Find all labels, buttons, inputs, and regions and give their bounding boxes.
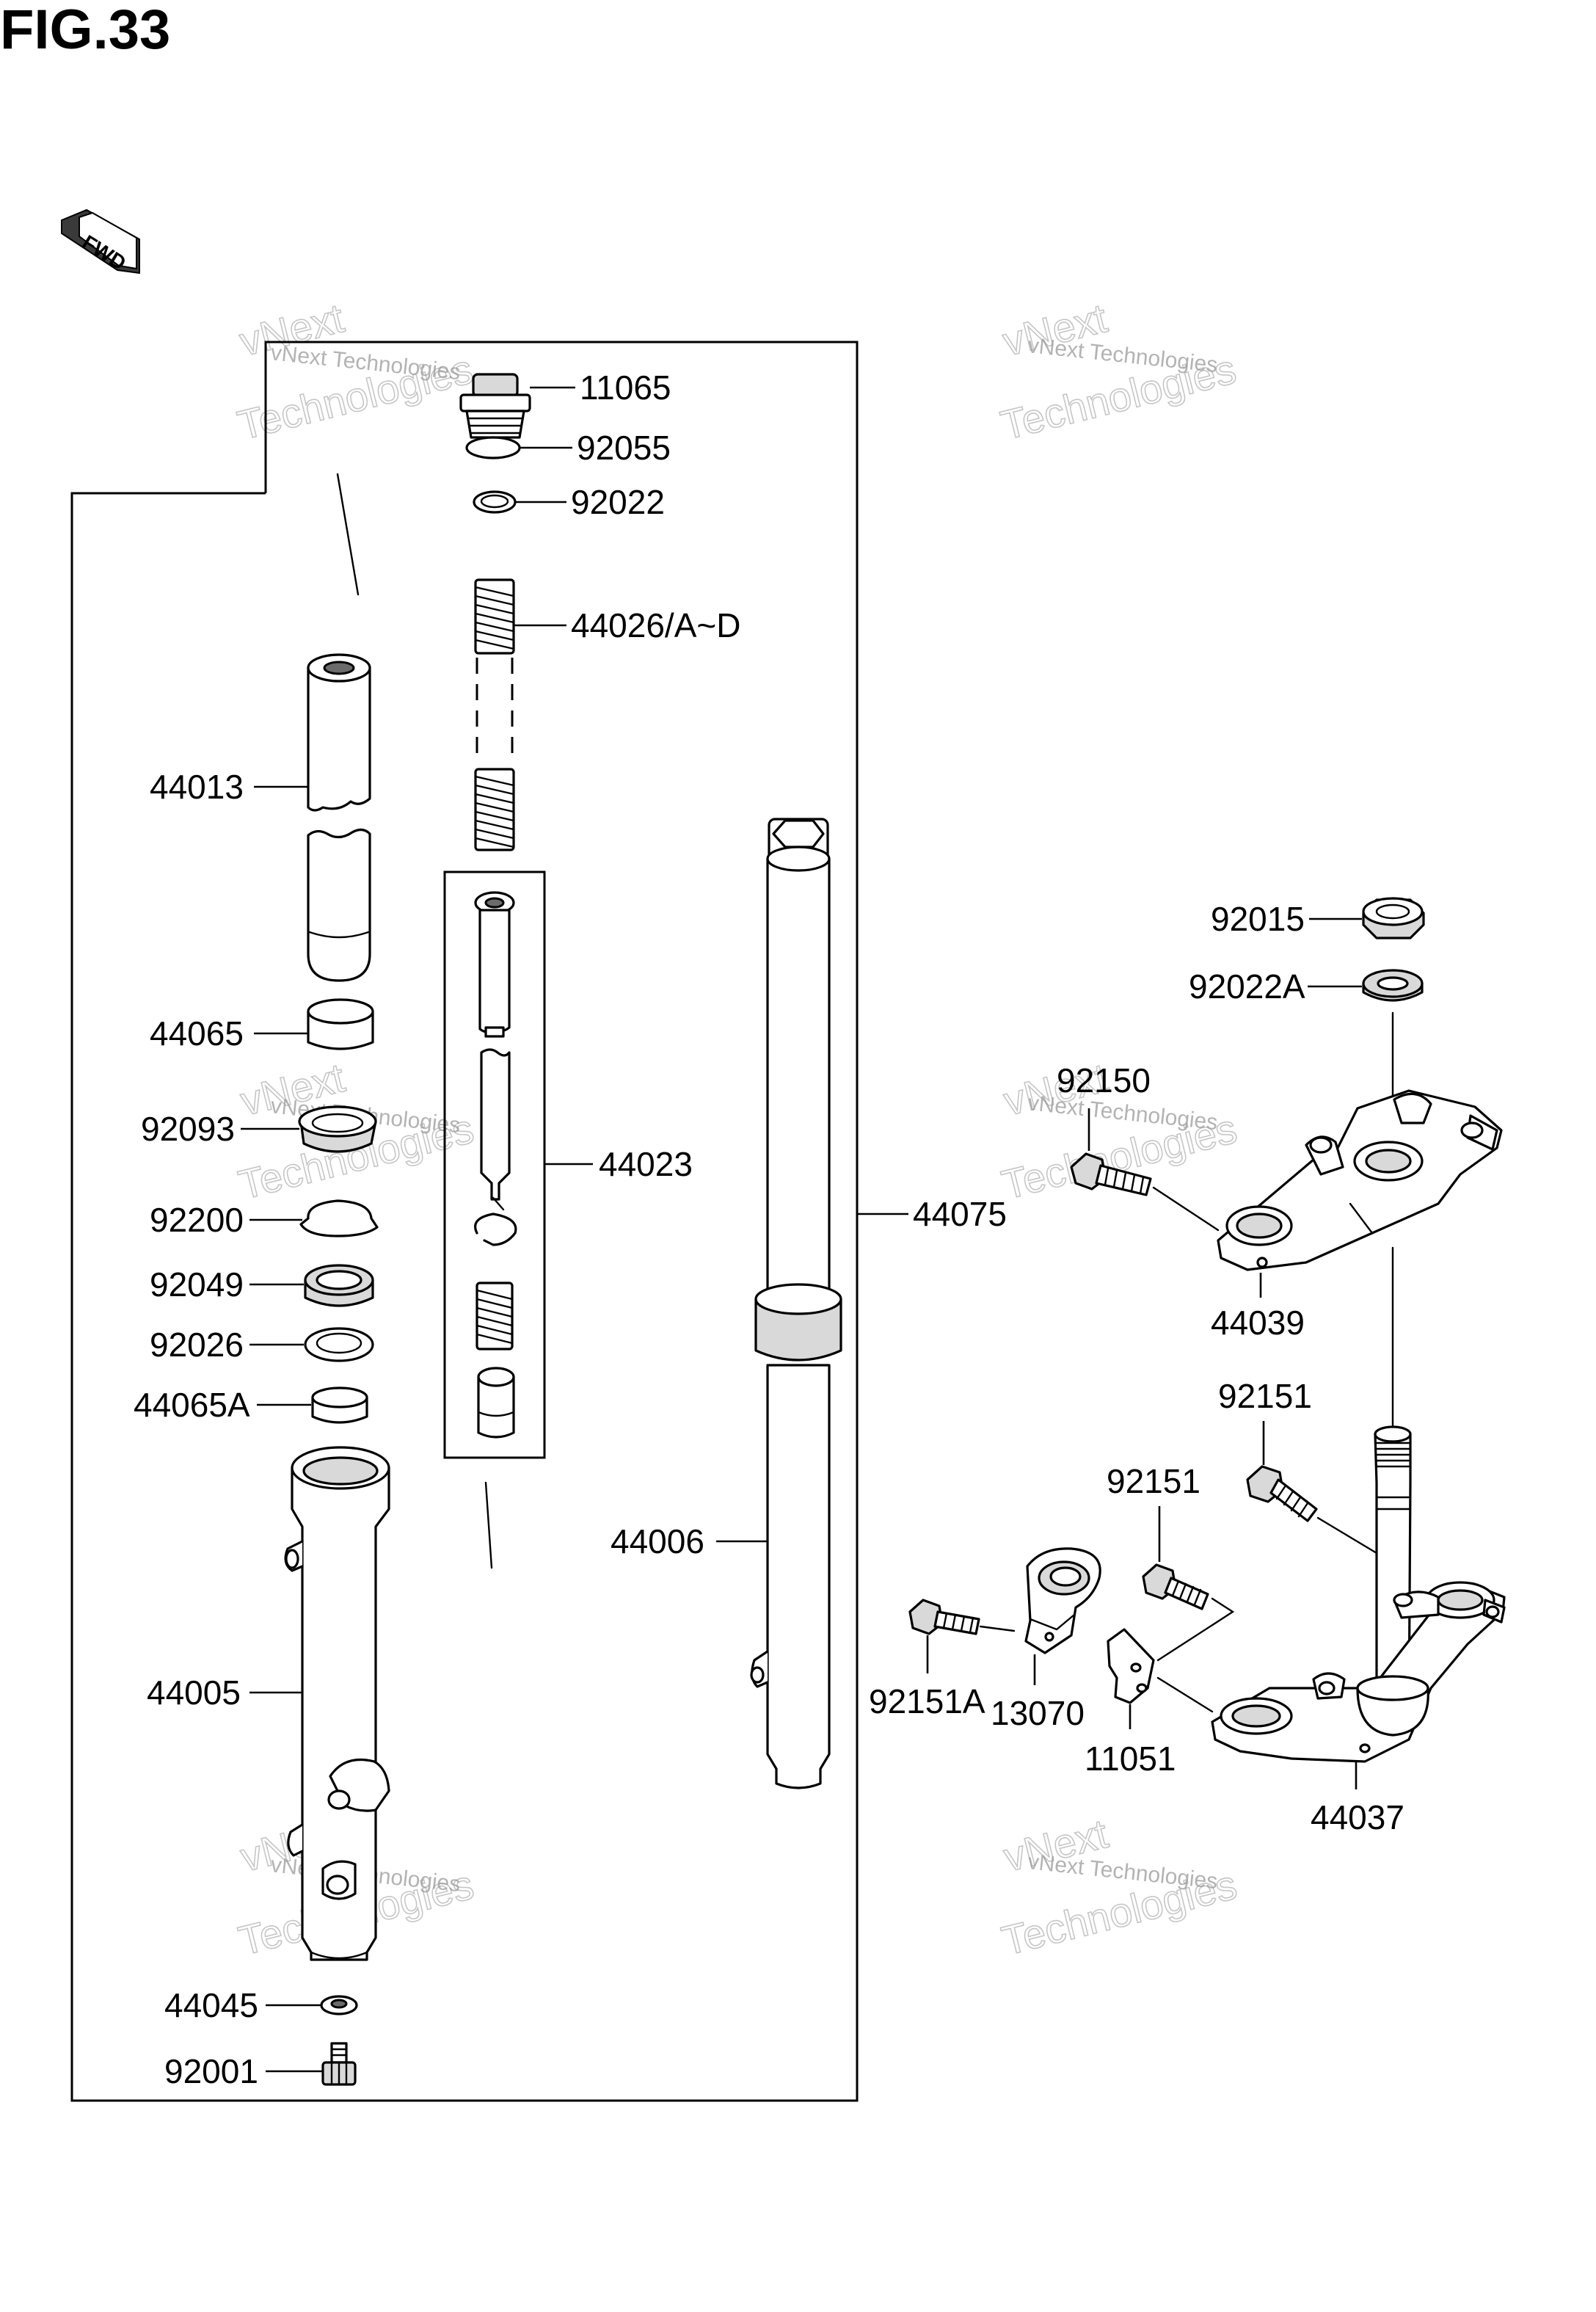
part-44005 xyxy=(284,1446,390,1961)
callout-44045: 44045 xyxy=(164,1986,258,2024)
part-44006 xyxy=(750,818,842,1789)
callout-92151b: 92151 xyxy=(1107,1462,1200,1500)
callout-44065: 44065 xyxy=(150,1014,244,1053)
forward-arrow-icon: FWD xyxy=(61,208,140,275)
callout-44023: 44023 xyxy=(599,1145,693,1183)
axis-line xyxy=(1152,1186,1220,1232)
callout-44006: 44006 xyxy=(611,1522,704,1560)
axis-line xyxy=(979,1625,1016,1632)
part-44045 xyxy=(320,1995,358,2015)
part-92151-upper xyxy=(1246,1465,1318,1522)
callout-44037: 44037 xyxy=(1311,1798,1404,1836)
callout-92049: 92049 xyxy=(150,1265,244,1304)
part-13070 xyxy=(1024,1547,1101,1654)
callout-92022: 92022 xyxy=(571,483,665,521)
callout-92026: 92026 xyxy=(150,1326,244,1364)
part-92049 xyxy=(304,1264,374,1307)
part-92026 xyxy=(304,1327,374,1362)
part-92200 xyxy=(299,1199,379,1237)
part-44026-spring xyxy=(474,578,515,851)
callout-92055: 92055 xyxy=(577,429,671,467)
callout-92151a: 92151 xyxy=(1218,1377,1312,1415)
part-44065A xyxy=(311,1386,368,1424)
callout-92093: 92093 xyxy=(141,1110,235,1148)
callout-44075: 44075 xyxy=(913,1195,1007,1233)
axis-line xyxy=(1156,1676,1214,1713)
axis-line xyxy=(1156,1597,1235,1662)
callout-92001: 92001 xyxy=(164,2052,258,2090)
part-92001 xyxy=(321,2042,357,2086)
callout-44005: 44005 xyxy=(147,1673,241,1712)
callout-44026: 44026/A~D xyxy=(571,606,740,644)
callout-11065: 11065 xyxy=(580,368,671,407)
part-44023 xyxy=(474,891,517,1439)
callout-44039: 44039 xyxy=(1211,1304,1305,1342)
part-92055 xyxy=(465,436,521,459)
assembly-frame xyxy=(70,341,859,2102)
watermark-text: vNext Technologies xyxy=(1027,333,1219,377)
part-92093 xyxy=(298,1105,377,1153)
callout-92015: 92015 xyxy=(1211,900,1305,938)
part-44037 xyxy=(1211,1425,1506,1763)
figure-title: FIG.33 xyxy=(0,0,170,61)
part-92022A xyxy=(1362,969,1424,1002)
callout-44013: 44013 xyxy=(150,768,244,806)
part-92015 xyxy=(1362,897,1425,939)
axis-line xyxy=(1316,1516,1378,1555)
part-92151-middle xyxy=(1142,1563,1209,1610)
part-44039 xyxy=(1217,1089,1503,1271)
callout-44065A: 44065A xyxy=(134,1386,250,1424)
callout-11051: 11051 xyxy=(1085,1740,1176,1778)
callout-92151A: 92151A xyxy=(869,1682,985,1720)
callout-92200: 92200 xyxy=(150,1201,244,1239)
part-92151A xyxy=(908,1599,980,1635)
part-44065 xyxy=(307,998,374,1050)
part-11065 xyxy=(459,373,531,439)
callout-92022A: 92022A xyxy=(1189,967,1305,1006)
part-11051 xyxy=(1107,1628,1155,1704)
callout-92150: 92150 xyxy=(1057,1061,1151,1099)
part-92150 xyxy=(1070,1152,1152,1196)
callout-13070: 13070 xyxy=(991,1694,1085,1732)
part-92022 xyxy=(473,490,517,514)
part-44013 xyxy=(307,473,371,982)
assembly-pointer xyxy=(484,1481,493,1569)
